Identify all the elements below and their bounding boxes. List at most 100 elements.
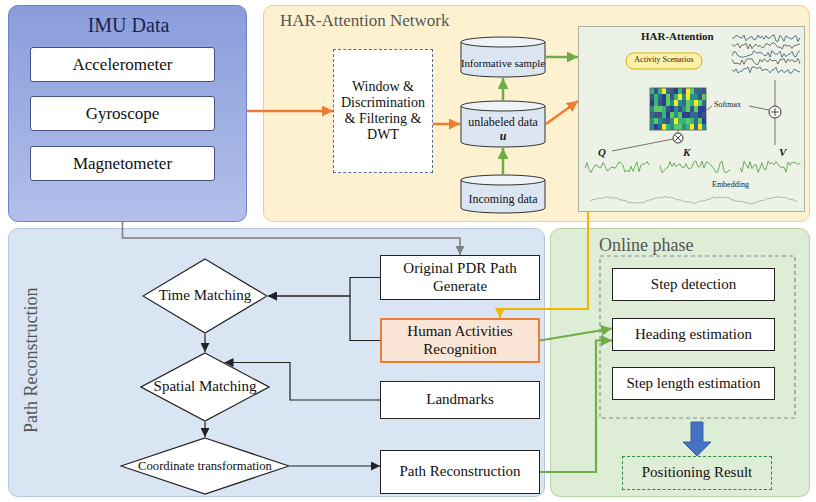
online-group-frame bbox=[600, 256, 795, 418]
multiply-cross bbox=[675, 135, 682, 142]
heat-cell bbox=[654, 112, 658, 118]
heat-cell bbox=[690, 88, 694, 94]
heat-cell bbox=[678, 112, 682, 118]
matrix-letter: K bbox=[683, 146, 690, 158]
heat-cell bbox=[670, 106, 674, 112]
heat-cell bbox=[670, 118, 674, 124]
cylinder-top bbox=[461, 175, 545, 185]
process-box: Original PDR Path Generate bbox=[380, 255, 540, 300]
heat-cell bbox=[686, 118, 690, 124]
heat-cell bbox=[662, 94, 666, 100]
panel-title: IMU Data bbox=[9, 14, 248, 37]
node-label: Window & Discrimination & Filtering & DW… bbox=[340, 79, 426, 143]
heat-cell bbox=[682, 88, 686, 94]
heat-cell bbox=[650, 94, 654, 100]
decision-diamond: Time Matching bbox=[142, 258, 268, 334]
heat-cell bbox=[690, 100, 694, 106]
data-cylinder: unlabeled datau bbox=[460, 100, 546, 148]
process-box: Step detection bbox=[612, 268, 775, 301]
heat-cell bbox=[686, 106, 690, 112]
node-label: Accelerometer bbox=[72, 55, 172, 75]
heat-cell bbox=[662, 88, 666, 94]
heat-cell bbox=[702, 118, 706, 124]
panel-title: HAR-Attention Network bbox=[280, 11, 450, 31]
node-label: Human Activities Recognition bbox=[386, 323, 534, 358]
heat-cell bbox=[658, 94, 662, 100]
heat-cell bbox=[654, 118, 658, 124]
panel-title: Online phase bbox=[599, 235, 693, 256]
heat-cell bbox=[666, 100, 670, 106]
heat-cell bbox=[698, 106, 702, 112]
heat-cell bbox=[702, 88, 706, 94]
heat-cell bbox=[686, 112, 690, 118]
heat-cell bbox=[678, 100, 682, 106]
heat-cell bbox=[670, 124, 674, 130]
connector bbox=[204, 334, 205, 352]
heat-cell bbox=[698, 100, 702, 106]
heat-cell bbox=[662, 118, 666, 124]
panel-title: Path Reconstruction bbox=[21, 250, 42, 470]
node-label: Time Matching bbox=[159, 287, 251, 304]
connector bbox=[247, 110, 333, 113]
heat-cell bbox=[650, 112, 654, 118]
network-panel: HAR-Attention NetworkWindow & Discrimina… bbox=[263, 5, 810, 222]
heat-cell bbox=[670, 94, 674, 100]
heat-cell bbox=[654, 100, 658, 106]
heat-cell bbox=[678, 94, 682, 100]
heat-cell bbox=[674, 112, 678, 118]
heat-cell bbox=[690, 106, 694, 112]
heat-cell bbox=[690, 94, 694, 100]
heat-cell bbox=[702, 106, 706, 112]
heat-cell bbox=[694, 118, 698, 124]
heat-cell bbox=[698, 118, 702, 124]
heat-cell bbox=[674, 88, 678, 94]
heat-cell bbox=[650, 88, 654, 94]
data-cylinder: Informative sample bbox=[460, 36, 546, 78]
node-label: Spatial Matching bbox=[154, 378, 257, 395]
sensor-box: Magnetometer bbox=[30, 146, 215, 181]
node-label: Gyroscope bbox=[86, 104, 160, 124]
process-box: Human Activities Recognition bbox=[380, 318, 540, 363]
process-box: Step length estimation bbox=[612, 367, 775, 400]
matrix-letter: Q bbox=[598, 146, 606, 158]
heat-cell bbox=[670, 112, 674, 118]
heat-cell bbox=[670, 88, 674, 94]
heat-cell bbox=[658, 106, 662, 112]
connector bbox=[502, 148, 505, 174]
node-label: Step detection bbox=[651, 276, 736, 293]
multiply-symbol bbox=[673, 133, 683, 143]
heat-cell bbox=[702, 124, 706, 130]
diamond-shape bbox=[121, 438, 289, 494]
preprocess-box: Window & Discrimination & Filtering & DW… bbox=[333, 49, 433, 173]
node-label: Magnetometer bbox=[73, 154, 172, 174]
heat-cell bbox=[678, 88, 682, 94]
heat-cell bbox=[662, 124, 666, 130]
heat-cell bbox=[686, 88, 690, 94]
heat-cell bbox=[682, 94, 686, 100]
diamond-shape bbox=[141, 353, 269, 421]
heat-cell bbox=[682, 112, 686, 118]
heat-cell bbox=[694, 100, 698, 106]
heat-cell bbox=[650, 100, 654, 106]
connector bbox=[290, 465, 380, 466]
node-label: Path Reconstruction bbox=[399, 463, 520, 480]
connector bbox=[204, 422, 205, 437]
heat-cell bbox=[658, 112, 662, 118]
block-label: Embedding bbox=[712, 181, 749, 190]
process-box: Heading estimation bbox=[612, 318, 775, 351]
heat-cell bbox=[674, 94, 678, 100]
imu-panel: IMU DataAccelerometerGyroscopeMagnetomet… bbox=[8, 5, 247, 222]
heat-cell bbox=[702, 100, 706, 106]
heat-cell bbox=[682, 118, 686, 124]
process-box: Landmarks bbox=[380, 381, 540, 419]
heat-cell bbox=[666, 118, 670, 124]
node-label: Heading estimation bbox=[635, 326, 752, 343]
heat-cell bbox=[658, 88, 662, 94]
heat-cell bbox=[682, 100, 686, 106]
connector bbox=[546, 56, 578, 59]
heat-cell bbox=[698, 112, 702, 118]
result-box: Positioning Result bbox=[622, 456, 772, 490]
node-label: Landmarks bbox=[426, 391, 493, 408]
